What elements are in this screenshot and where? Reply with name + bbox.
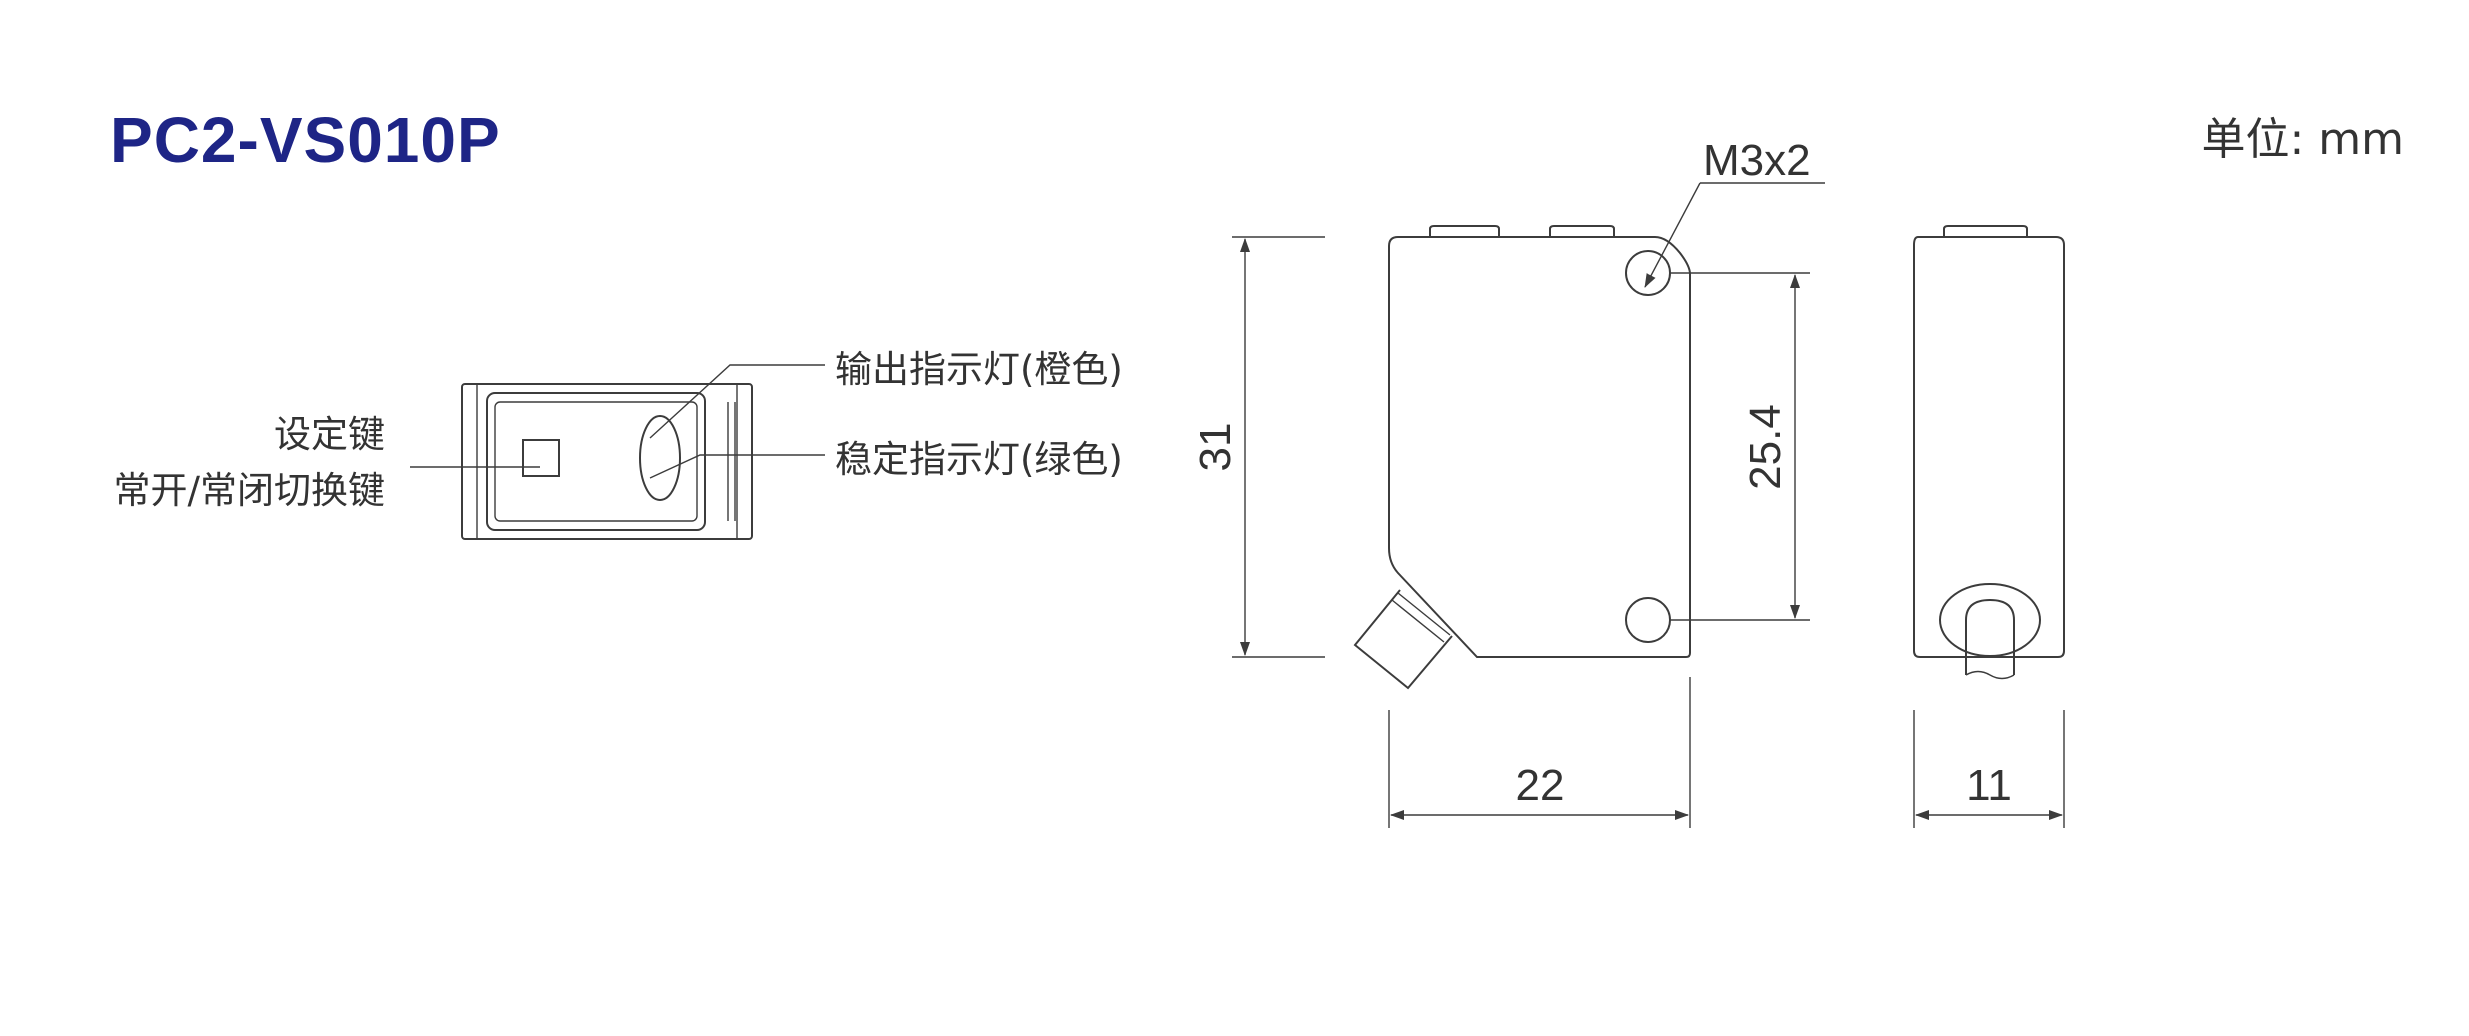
mount-hole-top [1625, 250, 1671, 296]
height-dim-label: 31 [1191, 423, 1240, 472]
front-window-outer [486, 392, 706, 531]
leader-output-led [649, 364, 825, 439]
no-nc-switch-key-label: 常开/常闭切换键 [114, 469, 385, 512]
end-cable-break [1965, 670, 2015, 680]
side-view [1353, 225, 1691, 690]
mount-hole-bottom [1625, 597, 1671, 643]
cable [1353, 589, 1453, 690]
end-view [1913, 225, 2065, 680]
setting-key-button [522, 439, 560, 477]
cable-gland-line-2 [1397, 592, 1451, 636]
leader-stable-led [649, 454, 825, 479]
front-view [461, 383, 753, 540]
m3-leader-arrow [1644, 182, 1701, 288]
hole-pitch-dim-label: 25.4 [1741, 404, 1790, 490]
end-cable [1965, 598, 2015, 675]
led-indicator-lens [639, 415, 681, 501]
width-dim-label: 22 [1516, 761, 1565, 810]
end-body-outline [1913, 236, 2065, 658]
page-title: PC2-VS010P [110, 104, 501, 176]
top-bump-2 [1549, 225, 1615, 237]
stable-indicator-label: 稳定指示灯(绿色) [835, 438, 1123, 481]
output-indicator-label: 输出指示灯(橙色) [835, 348, 1123, 391]
unit-label: 单位: mm [2201, 114, 2404, 165]
end-top-bump [1943, 225, 2028, 237]
front-window-inner [494, 401, 698, 522]
side-body-outline [1388, 236, 1691, 658]
setting-key-label: 设定键 [274, 413, 385, 456]
hole-spec-label: M3x2 [1703, 136, 1811, 185]
cable-gland-line-1 [1391, 599, 1445, 643]
cable-gland-ring [1939, 583, 2041, 657]
depth-dim-label: 11 [1966, 761, 2012, 810]
top-bump-1 [1429, 225, 1500, 237]
front-body-outline [461, 383, 753, 540]
